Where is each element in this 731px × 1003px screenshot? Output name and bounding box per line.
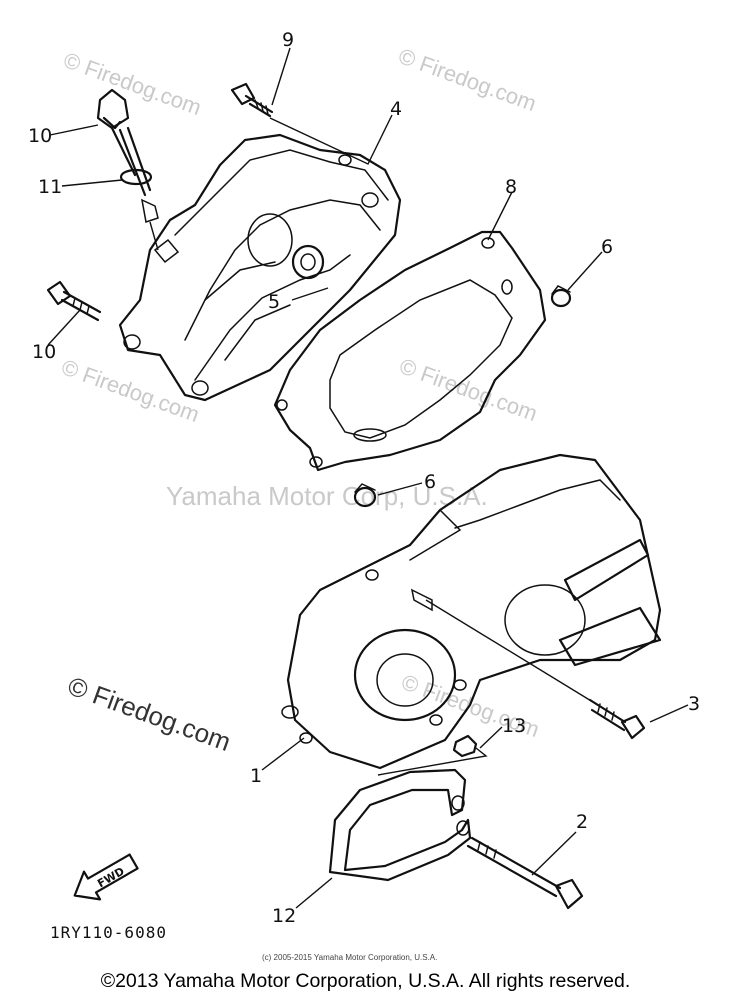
callout-5: 5 [268, 291, 280, 313]
nut-part-13 [377, 734, 488, 776]
callout-2: 2 [576, 811, 588, 833]
callout-4: 4 [390, 98, 402, 120]
callout-13: 13 [502, 715, 526, 737]
dowel-part-6-upper [550, 285, 572, 308]
callout-12: 12 [272, 905, 296, 927]
bolt-part-3 [588, 698, 646, 740]
callout-9: 10 [32, 341, 56, 363]
watermark-firedog: © Firedog.com [395, 43, 539, 116]
callouts: 9 4 10 11 8 6 5 10 6 3 13 1 2 12 [28, 29, 700, 927]
callout-7: 8 [505, 176, 517, 198]
watermark-firedog-large: © Firedog.com [64, 670, 235, 757]
watermark-yamaha: Yamaha Motor Corp, U.S.A. [166, 481, 488, 511]
callout-8: 9 [282, 29, 294, 51]
watermark-firedog: © Firedog.com [60, 47, 204, 120]
bolt-part-9 [46, 280, 102, 322]
leader-lines [47, 47, 689, 909]
bracket-part-12 [328, 768, 472, 882]
gasket-part-7 [273, 230, 547, 472]
fwd-arrow: FWD [73, 853, 139, 901]
crankcase-cover-part-4 [118, 133, 402, 402]
bolt-part-8 [230, 82, 274, 118]
copyright-notice: ©2013 Yamaha Motor Corporation, U.S.A. A… [100, 970, 631, 992]
callout-3: 3 [688, 693, 700, 715]
fwd-label: FWD [95, 865, 126, 891]
o-ring-part-11 [119, 168, 153, 186]
crankcase-cover-part-1 [281, 453, 662, 770]
dowel-part-6-lower [353, 483, 377, 508]
watermarks: © Firedog.com © Firedog.com © Firedog.co… [58, 43, 542, 742]
callout-6: 6 [601, 236, 613, 258]
callout-6-lower: 6 [424, 471, 436, 493]
callout-1: 1 [250, 765, 262, 787]
callout-11: 11 [38, 176, 62, 198]
diagram-code: 1RY110-6080 [50, 923, 167, 942]
small-copyright: (c) 2005-2015 Yamaha Motor Corporation, … [262, 953, 437, 962]
bolt-part-2 [466, 836, 584, 910]
callout-10: 10 [28, 125, 52, 147]
